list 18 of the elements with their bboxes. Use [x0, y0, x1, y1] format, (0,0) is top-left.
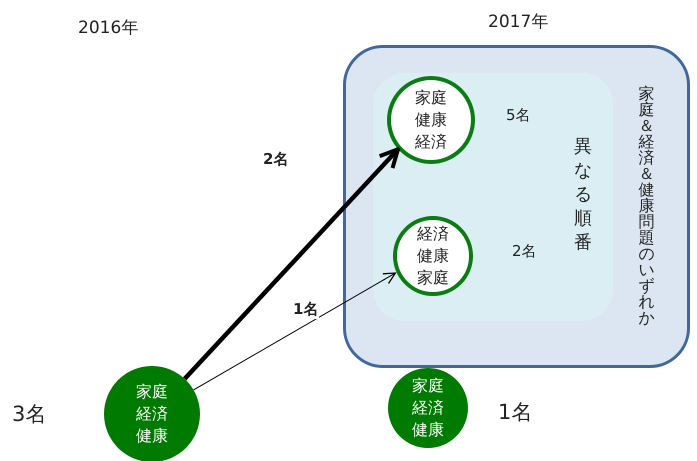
group-heading: 家庭＆経済＆健康問題のいずれか — [638, 86, 655, 326]
panel-heading: 異なる順番 — [573, 135, 593, 255]
group-box — [343, 45, 690, 368]
arrow — [183, 147, 400, 380]
count-label: 1名 — [498, 399, 532, 426]
count-label: 5名 — [506, 106, 531, 125]
year-label: 2017年 — [488, 11, 548, 33]
topic-circle: 経済健康家庭 — [393, 216, 473, 296]
count-label: 2名 — [512, 242, 537, 261]
count-label: 3名 — [12, 401, 46, 428]
edge-label: 1名 — [292, 300, 320, 319]
topic-circle: 家庭経済健康 — [104, 366, 200, 461]
inner-panel — [373, 73, 613, 321]
topic-circle: 家庭健康経済 — [387, 76, 475, 164]
arrow — [193, 272, 396, 390]
year-label: 2016年 — [78, 17, 138, 39]
topic-circle: 家庭経済健康 — [388, 368, 468, 448]
edge-label: 2名 — [262, 150, 290, 169]
